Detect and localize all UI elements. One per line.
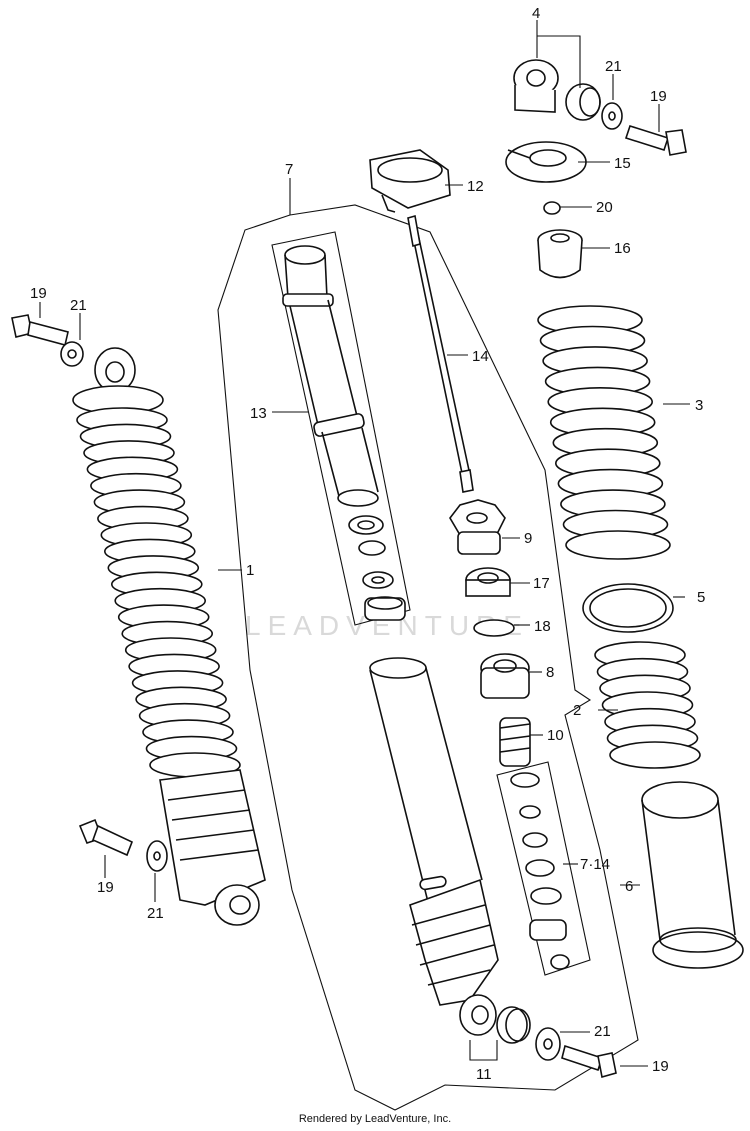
spring-2 <box>594 641 701 769</box>
callout-20: 20 <box>596 199 613 216</box>
washer-5 <box>582 583 674 633</box>
valve-parts-7-14 <box>510 772 570 970</box>
callout-18: 18 <box>534 618 551 635</box>
coil2-turn <box>609 741 701 769</box>
washer-21-lower-right <box>535 1027 561 1061</box>
seal-17 <box>465 567 511 597</box>
callout-6: 6 <box>625 878 633 895</box>
callout-9: 9 <box>524 530 532 547</box>
callout-13: 13 <box>250 405 267 422</box>
callout-19-upper-right: 19 <box>650 88 667 105</box>
spring-3 <box>537 305 671 560</box>
bolt-19-upper-right <box>624 125 687 156</box>
washer-21-upper-left <box>60 341 84 367</box>
group-13-box <box>271 231 411 626</box>
bolt-19-lower-right <box>561 1044 617 1079</box>
coil3-turn <box>565 530 671 560</box>
callout-16: 16 <box>614 240 631 257</box>
callout-15: 15 <box>614 155 631 172</box>
callout-8: 8 <box>546 664 554 681</box>
callout-19-lower-left: 19 <box>97 879 114 896</box>
nut-9 <box>449 499 506 555</box>
callout-17: 17 <box>533 575 550 592</box>
callout-21-upper-right: 21 <box>605 58 622 75</box>
group-714-box <box>496 761 591 976</box>
callout-3: 3 <box>695 397 703 414</box>
callout-5: 5 <box>697 589 705 606</box>
bushing-4 <box>513 59 601 121</box>
damper-body-11 <box>369 657 499 1036</box>
callout-11: 11 <box>476 1066 492 1083</box>
washer-21-upper-right <box>601 102 623 130</box>
callout-14: 14 <box>472 348 489 365</box>
stopper-rubber-16 <box>537 229 583 279</box>
bushing-8 <box>480 653 530 699</box>
bolt-19-upper-left <box>11 314 69 346</box>
bolt-19-lower-left <box>78 818 134 857</box>
callout-7-14: 7·14 <box>580 856 610 873</box>
callout-19-upper-left: 19 <box>30 285 47 302</box>
callout-21-upper-left: 21 <box>70 297 87 314</box>
inner-tube-13 <box>282 245 406 621</box>
bushing-11 <box>496 1006 531 1044</box>
callout-4: 4 <box>532 5 540 22</box>
callout-21-lower-right: 21 <box>594 1023 611 1040</box>
spring-cover-6 <box>641 781 744 969</box>
shock-absorber-assembly <box>72 347 266 926</box>
leader-lines <box>39 20 690 1067</box>
callout-12: 12 <box>467 178 484 195</box>
callout-1: 1 <box>246 562 254 579</box>
callout-21-lower-left: 21 <box>147 905 164 922</box>
footer-credit: Rendered by LeadVenture, Inc. <box>298 1113 452 1125</box>
nut-20 <box>543 201 561 215</box>
callout-10: 10 <box>547 727 564 744</box>
spring-seat-12 <box>369 149 451 213</box>
callout-19-lower-right: 19 <box>652 1058 669 1075</box>
callout-2: 2 <box>573 702 581 719</box>
piston-rod-14 <box>407 214 474 493</box>
spring-10 <box>499 717 531 767</box>
callout-7: 7 <box>285 161 293 178</box>
washer-21-lower-left <box>146 840 168 872</box>
spring-collar-15 <box>505 141 587 183</box>
ring-18 <box>473 619 515 637</box>
